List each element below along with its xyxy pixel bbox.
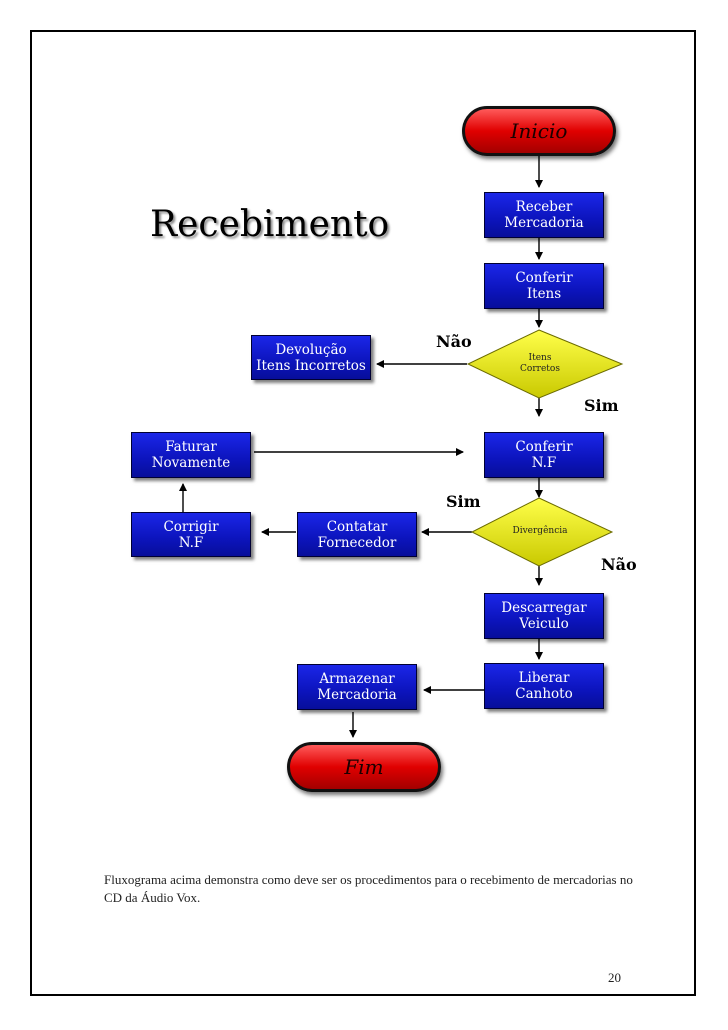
- step-armazenar-mercadoria: Armazenar Mercadoria: [297, 664, 417, 710]
- decision-divergencia-label: Divergência: [500, 526, 580, 537]
- step-devolucao-itens-incorretos: Devolução Itens Incorretos: [251, 335, 371, 380]
- step-label-line2: Mercadoria: [317, 687, 397, 703]
- decision-divergencia-shape: [470, 497, 614, 567]
- step-label-line2: N.F: [178, 534, 204, 551]
- step-corrigir-nf: Corrigir N.F: [131, 512, 251, 557]
- page-border: [30, 30, 696, 996]
- step-label-line1: Conferir: [515, 270, 573, 286]
- step-receber-mercadoria: Receber Mercadoria: [484, 192, 604, 238]
- step-label-line2: Itens Incorretos: [256, 357, 366, 374]
- decision-label-line1: Divergência: [512, 526, 568, 536]
- decision-label-line1: Itens: [528, 353, 552, 363]
- page-number: 20: [608, 970, 621, 985]
- step-label-line1: Faturar: [165, 439, 217, 455]
- step-label-line2: Novamente: [151, 455, 231, 471]
- branch-label-sim-divergencia: Sim: [446, 492, 481, 511]
- step-label-line2: Mercadoria: [504, 215, 584, 231]
- end-terminal: Fim: [287, 742, 441, 792]
- decision-label-line2: Corretos: [520, 364, 560, 374]
- branch-label-nao-divergencia: Não: [601, 555, 637, 574]
- step-label-line1: Contatar: [326, 518, 388, 535]
- decision-itens-corretos-shape: [466, 329, 624, 399]
- step-descarregar-veiculo: Descarregar Veiculo: [484, 593, 604, 639]
- start-terminal: Inicio: [462, 106, 616, 156]
- step-faturar-novamente: Faturar Novamente: [131, 432, 251, 478]
- branch-label-nao-itens: Não: [436, 332, 472, 351]
- step-label-line2: Itens: [526, 286, 562, 302]
- figure-caption: Fluxograma acima demonstra como deve ser…: [104, 872, 633, 905]
- step-conferir-itens: Conferir Itens: [484, 263, 604, 309]
- step-contatar-fornecedor: Contatar Fornecedor: [297, 512, 417, 557]
- step-label-line1: Liberar: [518, 670, 570, 686]
- step-label-line2: Veiculo: [519, 616, 569, 632]
- step-label-line2: Fornecedor: [317, 534, 397, 551]
- step-label-line1: Conferir: [515, 439, 573, 455]
- step-liberar-canhoto: Liberar Canhoto: [484, 663, 604, 709]
- step-label-line1: Devolução: [275, 341, 347, 358]
- page-title: Recebimento: [150, 204, 390, 245]
- step-label-line1: Receber: [515, 199, 573, 215]
- step-label-line2: N.F: [531, 455, 557, 471]
- branch-label-sim-itens: Sim: [584, 396, 619, 415]
- step-label-line1: Corrigir: [163, 518, 219, 535]
- decision-itens-corretos-label: Itens Corretos: [505, 353, 575, 375]
- step-label-line1: Armazenar: [319, 671, 395, 687]
- step-label-line1: Descarregar: [501, 600, 587, 616]
- step-conferir-nf: Conferir N.F: [484, 432, 604, 478]
- step-label-line2: Canhoto: [515, 686, 573, 702]
